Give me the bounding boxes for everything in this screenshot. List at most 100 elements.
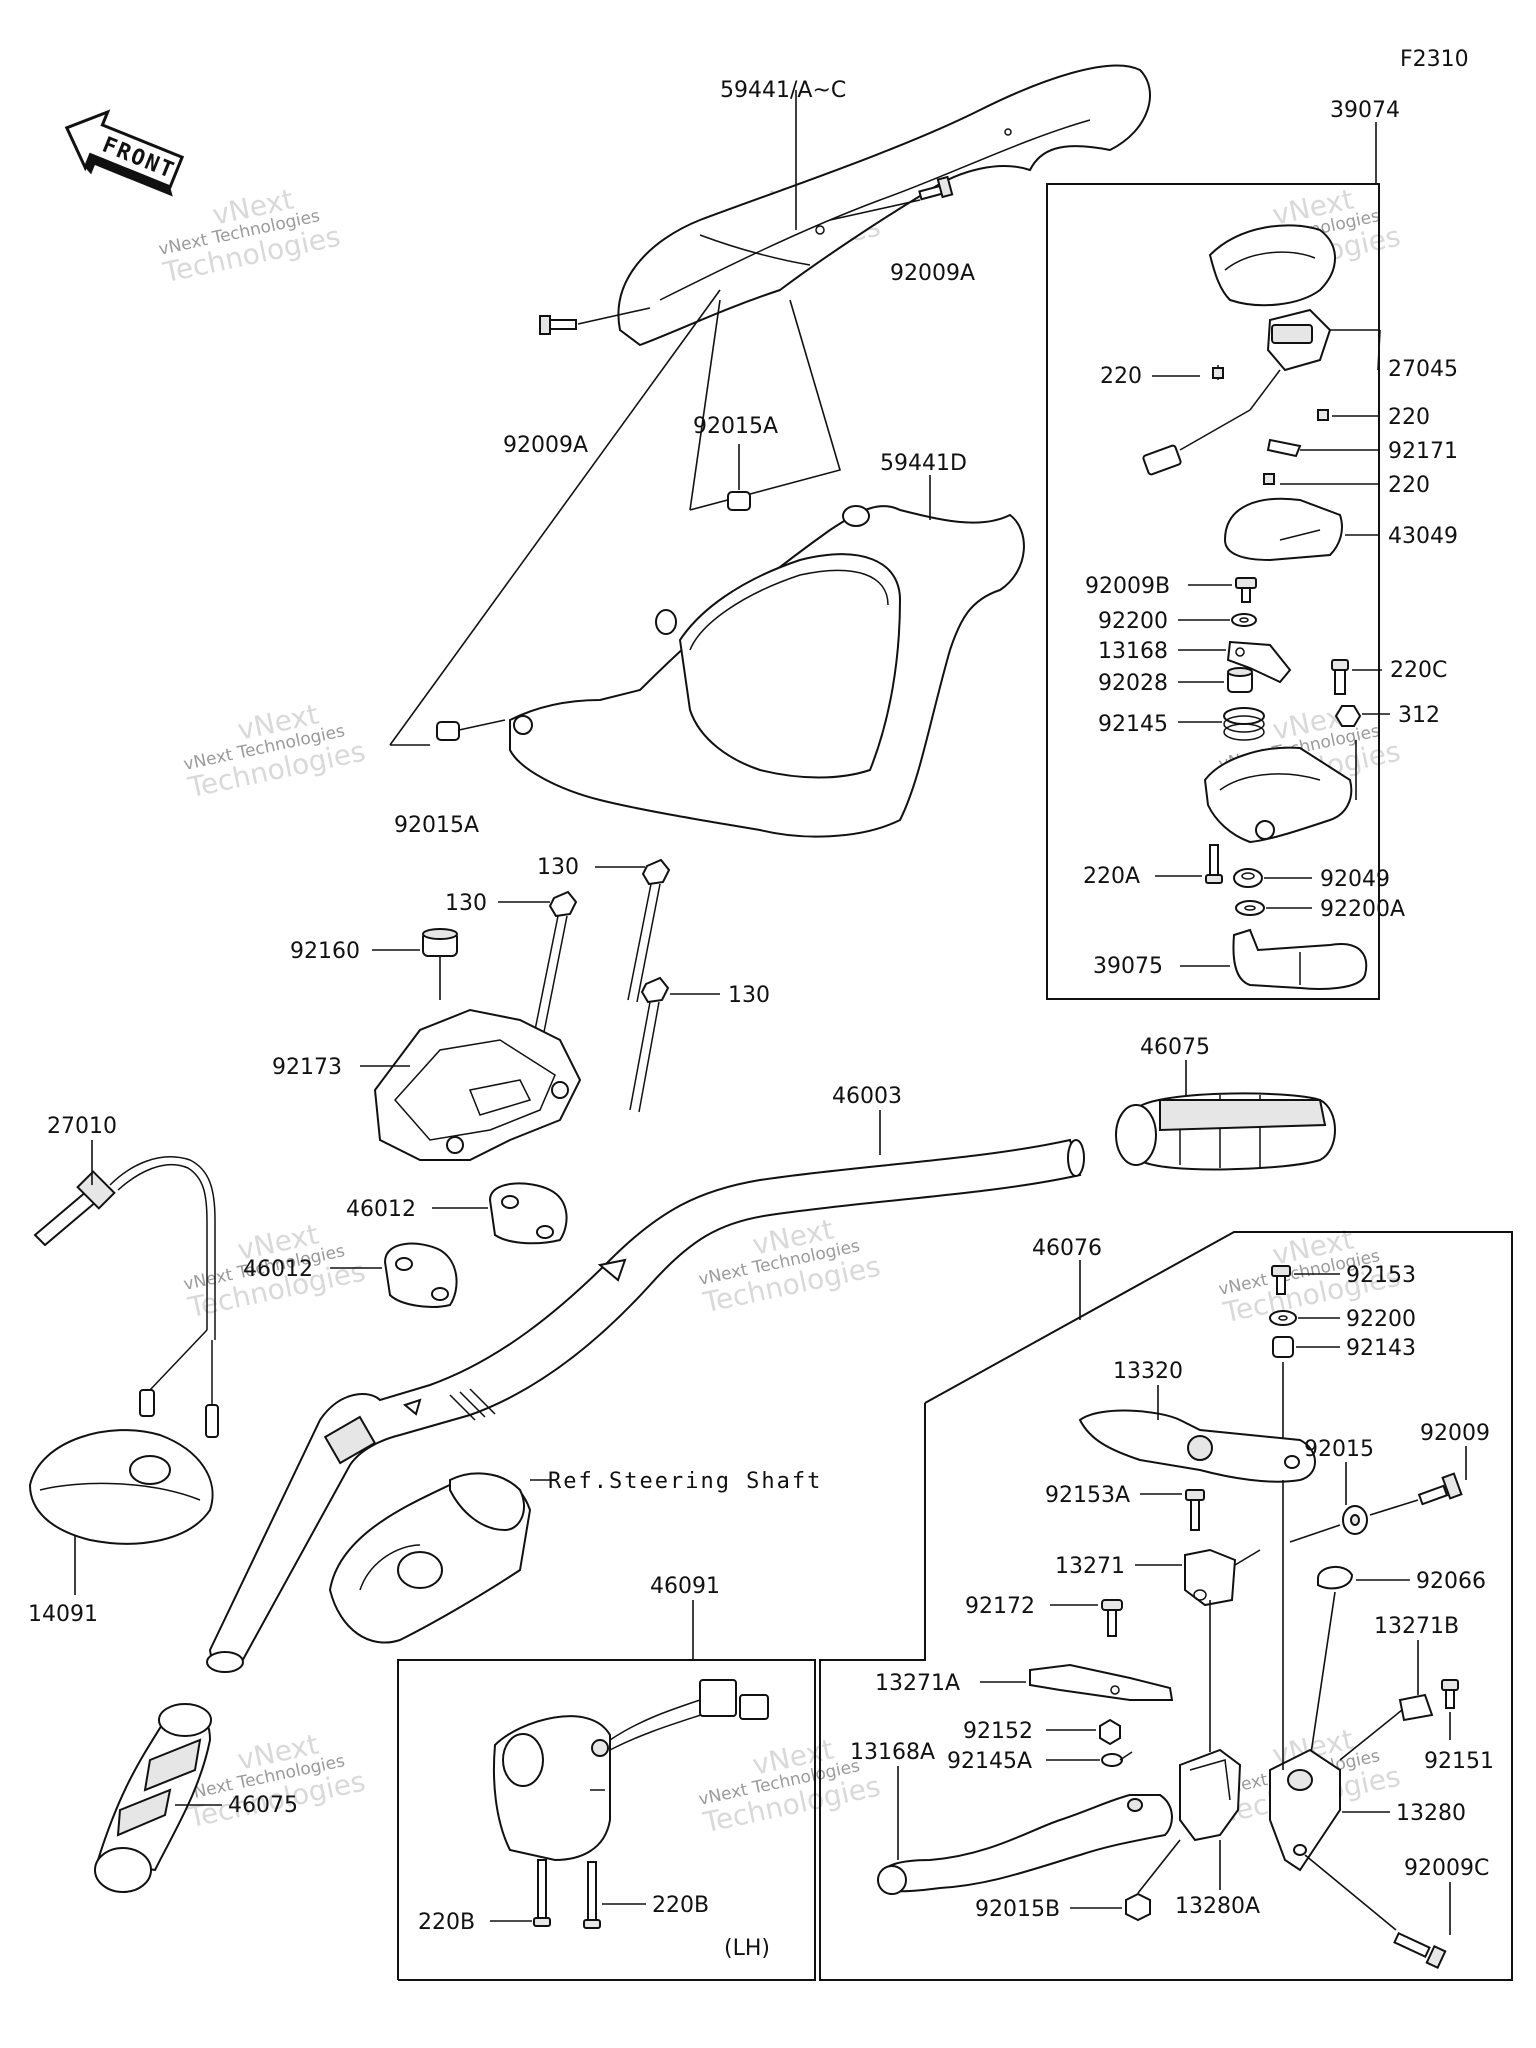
label-43049: 43049	[1388, 524, 1458, 549]
clamp-46012-upper	[488, 1182, 568, 1245]
handlebar-46003	[206, 1138, 1085, 1673]
lever-39075	[1232, 928, 1368, 990]
steering-shaft-bracket	[328, 1472, 532, 1644]
label-92171: 92171	[1388, 439, 1458, 464]
clip-92171	[1266, 438, 1302, 458]
screw-92009B	[1235, 577, 1257, 603]
label-130-b: 130	[445, 891, 487, 916]
screw-92151	[1441, 1679, 1459, 1709]
washer-92200	[1231, 613, 1257, 627]
label-27010: 27010	[47, 1114, 117, 1139]
screw-220-b	[1317, 409, 1329, 421]
label-220C: 220C	[1390, 658, 1447, 683]
label-46012-lower: 46012	[243, 1257, 313, 1282]
label-13320: 13320	[1113, 1359, 1183, 1384]
collar-92160	[422, 928, 458, 957]
label-92145A: 92145A	[947, 1749, 1032, 1774]
label-13280: 13280	[1396, 1801, 1466, 1826]
label-13168A: 13168A	[850, 1740, 935, 1765]
label-14091: 14091	[28, 1602, 98, 1627]
label-220B-right: 220B	[652, 1893, 709, 1918]
label-220B-left: 220B	[418, 1910, 475, 1935]
label-59441: 59441/A~C	[720, 78, 846, 103]
label-46091: 46091	[650, 1574, 720, 1599]
label-92152: 92152	[963, 1719, 1033, 1744]
plate-13271A	[1029, 1663, 1174, 1701]
label-92172: 92172	[965, 1594, 1035, 1619]
label-92015A-lower: 92015A	[394, 813, 479, 838]
screw-220B-left	[533, 1859, 551, 1927]
cover-43049	[1223, 497, 1343, 562]
label-92009C: 92009C	[1404, 1856, 1489, 1881]
label-46076: 46076	[1032, 1236, 1102, 1261]
collar-92015A-upper	[727, 491, 751, 511]
bracket-13168	[1226, 640, 1292, 684]
screw-92009A-upper	[918, 175, 954, 201]
screw-220-c	[1263, 473, 1275, 485]
label-13271A: 13271A	[875, 1671, 960, 1696]
watermark-1: vNext vNext Technologies Technologies	[157, 182, 343, 289]
screw-92153	[1271, 1265, 1291, 1295]
watermark-4: vNext vNext Technologies Technologies	[182, 697, 368, 804]
bracket-92173	[373, 1008, 582, 1161]
washer-92200A	[1235, 900, 1265, 916]
label-46075-right: 46075	[1140, 1035, 1210, 1060]
grip-46075-left	[94, 1703, 212, 1893]
lever-13168A	[876, 1794, 1173, 1895]
screw-92009A-lower	[539, 315, 577, 335]
label-92153: 92153	[1346, 1263, 1416, 1288]
screw-220A	[1205, 844, 1223, 884]
label-92015: 92015	[1304, 1437, 1374, 1462]
label-92009A-upper: 92009A	[890, 261, 975, 286]
screw-92153A	[1185, 1489, 1205, 1531]
box-39074	[1046, 183, 1380, 1000]
figure-code: F2310	[1400, 47, 1469, 72]
throttle-housing-body	[1203, 746, 1353, 844]
label-130-c: 130	[728, 983, 770, 1008]
box-46091	[397, 1659, 816, 1981]
switch-housing-46091	[492, 1679, 769, 1862]
handlebar-cover-lower	[509, 505, 1025, 838]
label-92066: 92066	[1416, 1569, 1486, 1594]
collar-92143	[1272, 1336, 1294, 1358]
spring-92145A	[1101, 1751, 1133, 1767]
handlebar-cover-upper	[617, 64, 1151, 347]
label-92015B: 92015B	[975, 1897, 1060, 1922]
label-39075: 39075	[1093, 954, 1163, 979]
throttle-housing-top	[1208, 224, 1336, 307]
label-27045: 27045	[1388, 357, 1458, 382]
screw-220-a	[1212, 365, 1224, 380]
label-92015A-upper: 92015A	[693, 414, 778, 439]
label-92153A: 92153A	[1045, 1483, 1130, 1508]
label-92200A: 92200A	[1320, 897, 1405, 922]
label-13280A: 13280A	[1175, 1894, 1260, 1919]
label-92143: 92143	[1346, 1336, 1416, 1361]
label-46012-upper: 46012	[346, 1197, 416, 1222]
cap-92066	[1317, 1566, 1354, 1590]
clamp-46012-lower	[383, 1242, 458, 1308]
collar-92049	[1233, 868, 1263, 888]
collar-92028	[1227, 667, 1253, 693]
label-92009: 92009	[1420, 1421, 1490, 1446]
label-92009B: 92009B	[1085, 574, 1170, 599]
grip-46075-right	[1115, 1092, 1336, 1171]
label-92173: 92173	[272, 1055, 342, 1080]
switch-27045	[1142, 308, 1332, 476]
bolt-92009	[1417, 1472, 1463, 1506]
label-92145: 92145	[1098, 712, 1168, 737]
label-92151: 92151	[1424, 1749, 1494, 1774]
nut-312	[1334, 705, 1362, 727]
screw-220B-right	[583, 1861, 601, 1929]
label-92160: 92160	[290, 939, 360, 964]
bolt-220C	[1331, 659, 1349, 695]
spring-92145	[1223, 707, 1265, 741]
lever-13320	[1078, 1409, 1316, 1483]
collar-92015	[1342, 1505, 1368, 1535]
front-arrow-badge: FRONT	[64, 109, 185, 197]
label-220-c: 220	[1388, 473, 1430, 498]
label-92200-b: 92200	[1346, 1307, 1416, 1332]
label-46003: 46003	[832, 1084, 902, 1109]
holder-13280A	[1179, 1748, 1242, 1842]
